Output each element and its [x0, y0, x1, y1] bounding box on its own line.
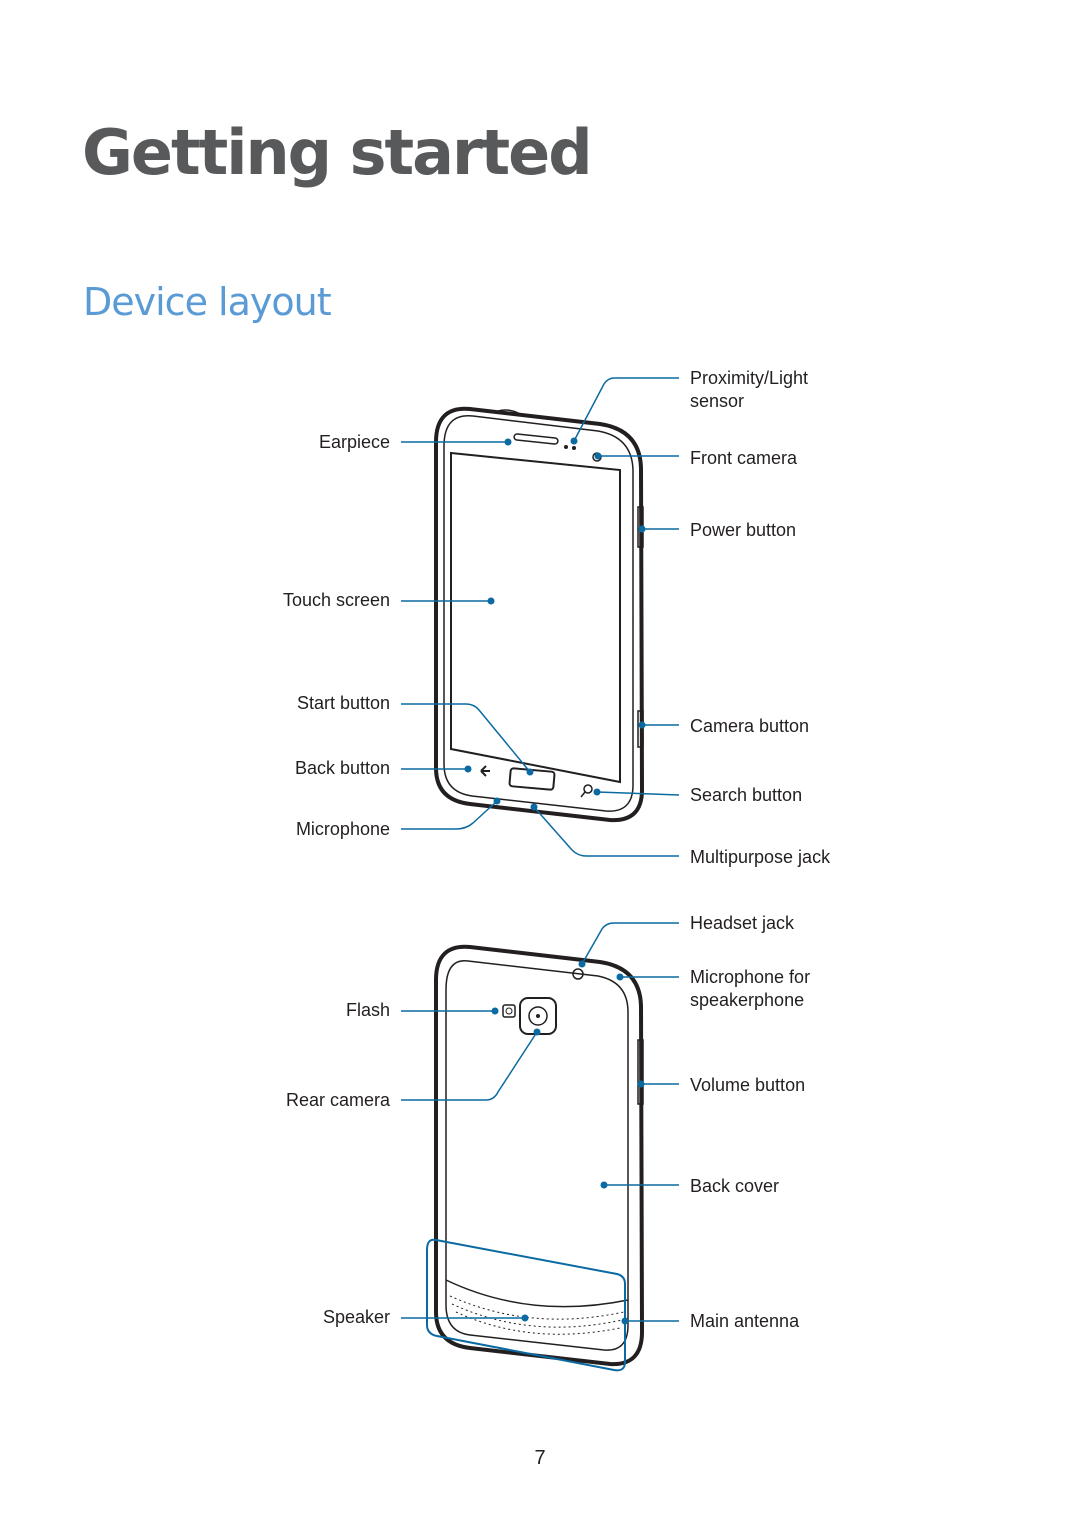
label-back-cover: Back cover	[690, 1176, 780, 1196]
label-microphone: Microphone	[295, 819, 390, 839]
callout-search	[596, 791, 680, 796]
phone-front-illustration	[434, 406, 645, 823]
back-body-outline	[434, 944, 645, 1367]
search-key-icon	[583, 784, 593, 794]
page-title: Getting started	[82, 116, 593, 189]
label-earpiece: Earpiece	[318, 432, 390, 452]
label-rear-camera: Rear camera	[285, 1090, 390, 1110]
speaker-band	[445, 1279, 629, 1308]
page-number: 7	[534, 1447, 546, 1469]
label-search-button: Search button	[690, 785, 803, 805]
label-line: Microphone for	[690, 967, 811, 987]
sensor-dot	[564, 445, 568, 449]
callout-microphone	[401, 800, 498, 830]
label-line: speakerphone	[690, 990, 805, 1010]
back-body-inner	[445, 960, 629, 1351]
callout-dots	[464, 437, 646, 1325]
label-speaker: Speaker	[322, 1307, 390, 1327]
label-front-camera: Front camera	[690, 448, 798, 468]
label-flash: Flash	[345, 1000, 390, 1020]
callout-lines	[401, 377, 680, 1322]
label-volume-button: Volume button	[690, 1075, 806, 1095]
callout-proximity	[573, 377, 679, 442]
rear-camera-lens	[528, 1006, 548, 1026]
label-power-button: Power button	[690, 520, 797, 540]
label-line: Proximity/Light	[690, 368, 809, 388]
section-title: Device layout	[83, 280, 332, 324]
front-body-inner	[443, 415, 634, 812]
label-back-button: Back button	[294, 758, 390, 778]
label-microphone-for-speakerphone: Microphone for speakerphone	[690, 966, 810, 1012]
label-camera-button: Camera button	[690, 716, 810, 736]
label-headset-jack: Headset jack	[690, 913, 795, 933]
touch-screen-outline	[450, 451, 621, 784]
phone-back-illustration	[434, 944, 645, 1367]
label-multipurpose-jack: Multipurpose jack	[690, 847, 831, 867]
main-antenna-outline	[426, 1238, 626, 1372]
flash-shape	[502, 1004, 516, 1018]
label-main-antenna: Main antenna	[690, 1311, 800, 1331]
label-proximity-light-sensor: Proximity/Light sensor	[690, 367, 808, 413]
callout-rear-camera	[401, 1031, 538, 1101]
label-touch-screen: Touch screen	[282, 590, 390, 610]
label-line: sensor	[690, 391, 745, 411]
sensor-dot	[572, 446, 576, 450]
label-start-button: Start button	[296, 693, 390, 713]
callout-multipurpose	[533, 806, 679, 857]
earpiece-grille	[513, 433, 559, 445]
volume-button-shape	[637, 1039, 644, 1105]
camera-button-shape	[637, 710, 644, 748]
callout-start	[401, 703, 531, 773]
callout-headset	[581, 922, 679, 965]
front-body-outline	[434, 406, 645, 823]
headset-jack-hole	[572, 968, 584, 980]
back-key-icon	[480, 765, 490, 777]
